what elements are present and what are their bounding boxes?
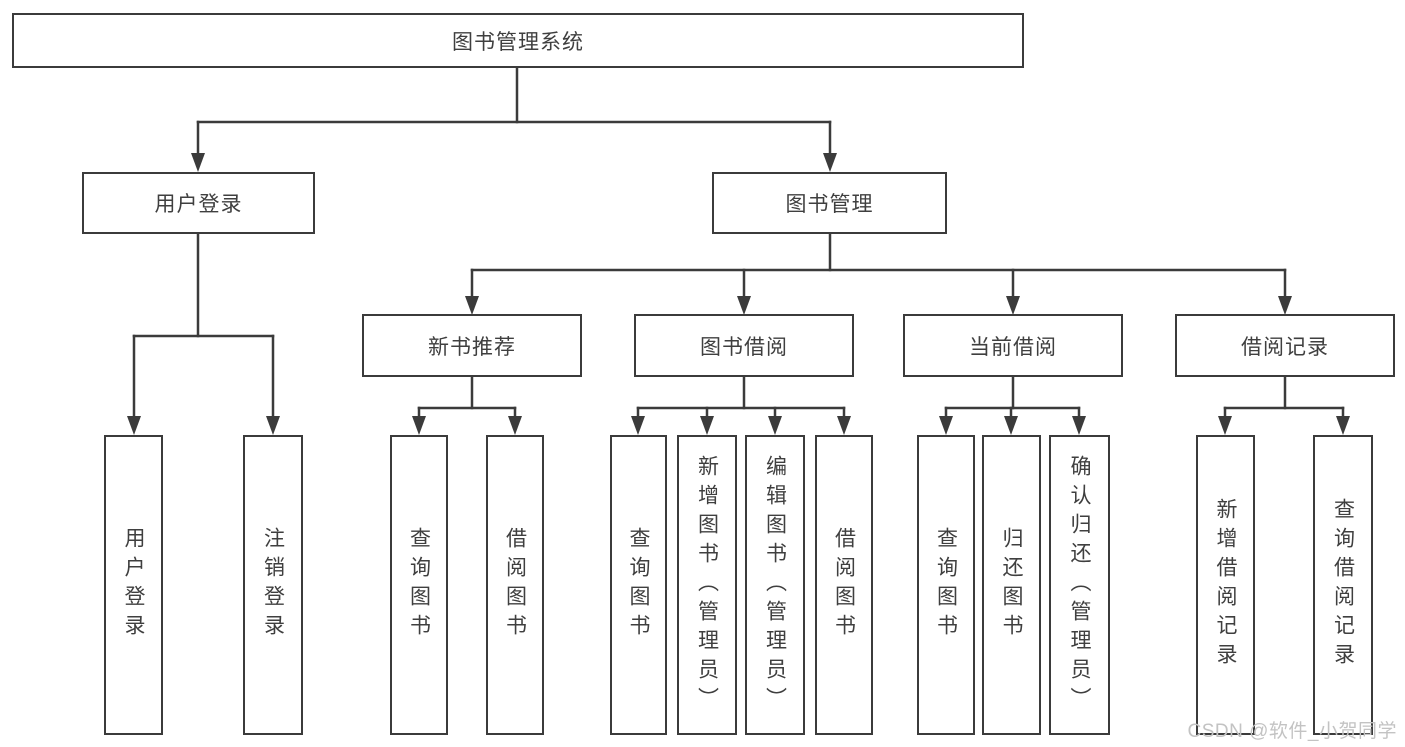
leaf-query-borrow-record: 查询借阅记录 [1313,435,1373,735]
leaf-edit-books-admin: 编辑图书（管理员） [745,435,805,735]
leaf-logout: 注销登录 [243,435,303,735]
node-root-system: 图书管理系统 [12,13,1024,68]
leaf-query-books-2: 查询图书 [610,435,667,735]
leaf-borrow-books-2: 借阅图书 [815,435,873,735]
node-book-management: 图书管理 [712,172,947,234]
leaf-add-borrow-record: 新增借阅记录 [1196,435,1255,735]
leaf-edit-books-admin-label: 编辑图书（管理员） [763,454,787,716]
leaf-query-books-1-label: 查询图书 [407,527,431,643]
node-book-borrowing: 图书借阅 [634,314,854,377]
leaf-query-borrow-record-label: 查询借阅记录 [1331,498,1355,672]
leaf-return-books-label: 归还图书 [1000,527,1023,643]
leaf-return-books: 归还图书 [982,435,1041,735]
leaf-user-login: 用户登录 [104,435,163,735]
leaf-add-books-admin: 新增图书（管理员） [677,435,737,735]
node-borrowing-records: 借阅记录 [1175,314,1395,377]
leaf-add-borrow-record-label: 新增借阅记录 [1214,498,1237,672]
leaf-query-books-1: 查询图书 [390,435,448,735]
leaf-confirm-return-admin: 确认归还（管理员） [1049,435,1110,735]
leaf-query-books-3: 查询图书 [917,435,975,735]
watermark-text: CSDN @软件_小贺同学 [1187,721,1397,742]
leaf-logout-label: 注销登录 [261,527,285,643]
node-current-borrowing: 当前借阅 [903,314,1123,377]
leaf-borrow-books-2-label: 借阅图书 [832,527,856,643]
leaf-confirm-return-admin-label: 确认归还（管理员） [1068,454,1091,716]
leaf-user-login-label: 用户登录 [122,527,145,643]
leaf-borrow-books-1: 借阅图书 [486,435,544,735]
node-new-book-recommend: 新书推荐 [362,314,582,377]
leaf-query-books-3-label: 查询图书 [934,527,958,643]
leaf-query-books-2-label: 查询图书 [627,527,650,643]
leaf-borrow-books-1-label: 借阅图书 [503,527,527,643]
leaf-add-books-admin-label: 新增图书（管理员） [695,454,719,716]
node-user-login: 用户登录 [82,172,315,234]
